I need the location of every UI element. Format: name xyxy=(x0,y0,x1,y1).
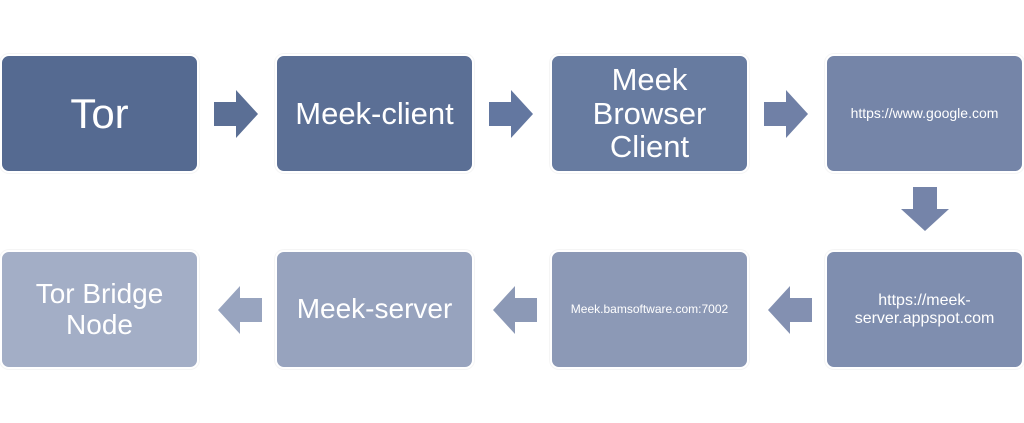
arrow-right-icon xyxy=(764,90,808,138)
node-bamsoftware: Meek.bamsoftware.com:7002 xyxy=(550,250,749,369)
arrow-right-icon xyxy=(489,90,533,138)
node-label: Meek.bamsoftware.com:7002 xyxy=(570,302,729,317)
node-label: Tor xyxy=(70,89,129,137)
node-google: https://www.google.com xyxy=(825,54,1024,173)
arrow-right-icon xyxy=(214,90,258,138)
node-meek-browser-client: Meek Browser Client xyxy=(550,54,749,173)
arrow-down-icon xyxy=(901,187,949,231)
node-label: Meek-client xyxy=(295,95,454,131)
node-meek-client: Meek-client xyxy=(275,54,474,173)
arrow-left-icon xyxy=(768,286,812,334)
node-label: Meek Browser Client xyxy=(592,62,707,165)
node-label: https://meek- server.appspot.com xyxy=(854,292,995,327)
node-tor-bridge-node: Tor Bridge Node xyxy=(0,250,199,369)
node-meek-server: Meek-server xyxy=(275,250,474,369)
node-label: Tor Bridge Node xyxy=(35,278,164,340)
node-label: Meek-server xyxy=(296,293,453,325)
node-label: https://www.google.com xyxy=(850,104,999,121)
arrow-left-icon xyxy=(218,286,262,334)
node-appspot: https://meek- server.appspot.com xyxy=(825,250,1024,369)
node-tor: Tor xyxy=(0,54,199,173)
arrow-left-icon xyxy=(493,286,537,334)
